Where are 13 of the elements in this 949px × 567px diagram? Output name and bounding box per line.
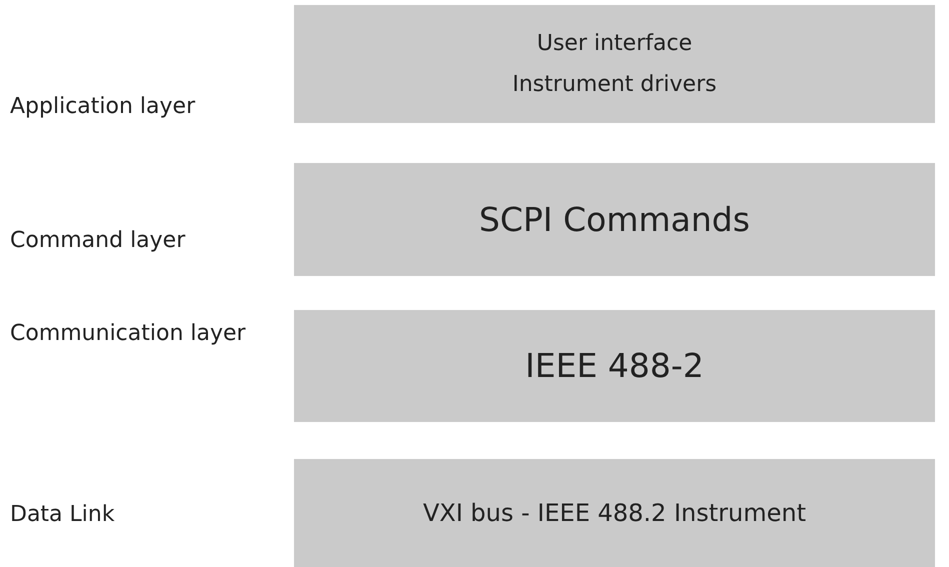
layer-text: Instrument drivers	[512, 71, 717, 98]
layer-label: Command layer	[10, 227, 186, 255]
layer-box	[294, 459, 935, 567]
layer-box	[294, 163, 935, 276]
layer-label: Data Link	[10, 501, 116, 529]
layer-text: User interface	[536, 30, 692, 57]
layer-text: SCPI Commands	[479, 198, 750, 240]
layer-label: Communication layer	[10, 320, 247, 348]
layer-text: IEEE 488-2	[525, 345, 704, 387]
layer-box	[294, 310, 935, 422]
layer-label: Application layer	[10, 93, 196, 121]
layer-box	[294, 5, 935, 123]
layer-text: VXI bus - IEEE 488.2 Instrument	[422, 498, 806, 528]
